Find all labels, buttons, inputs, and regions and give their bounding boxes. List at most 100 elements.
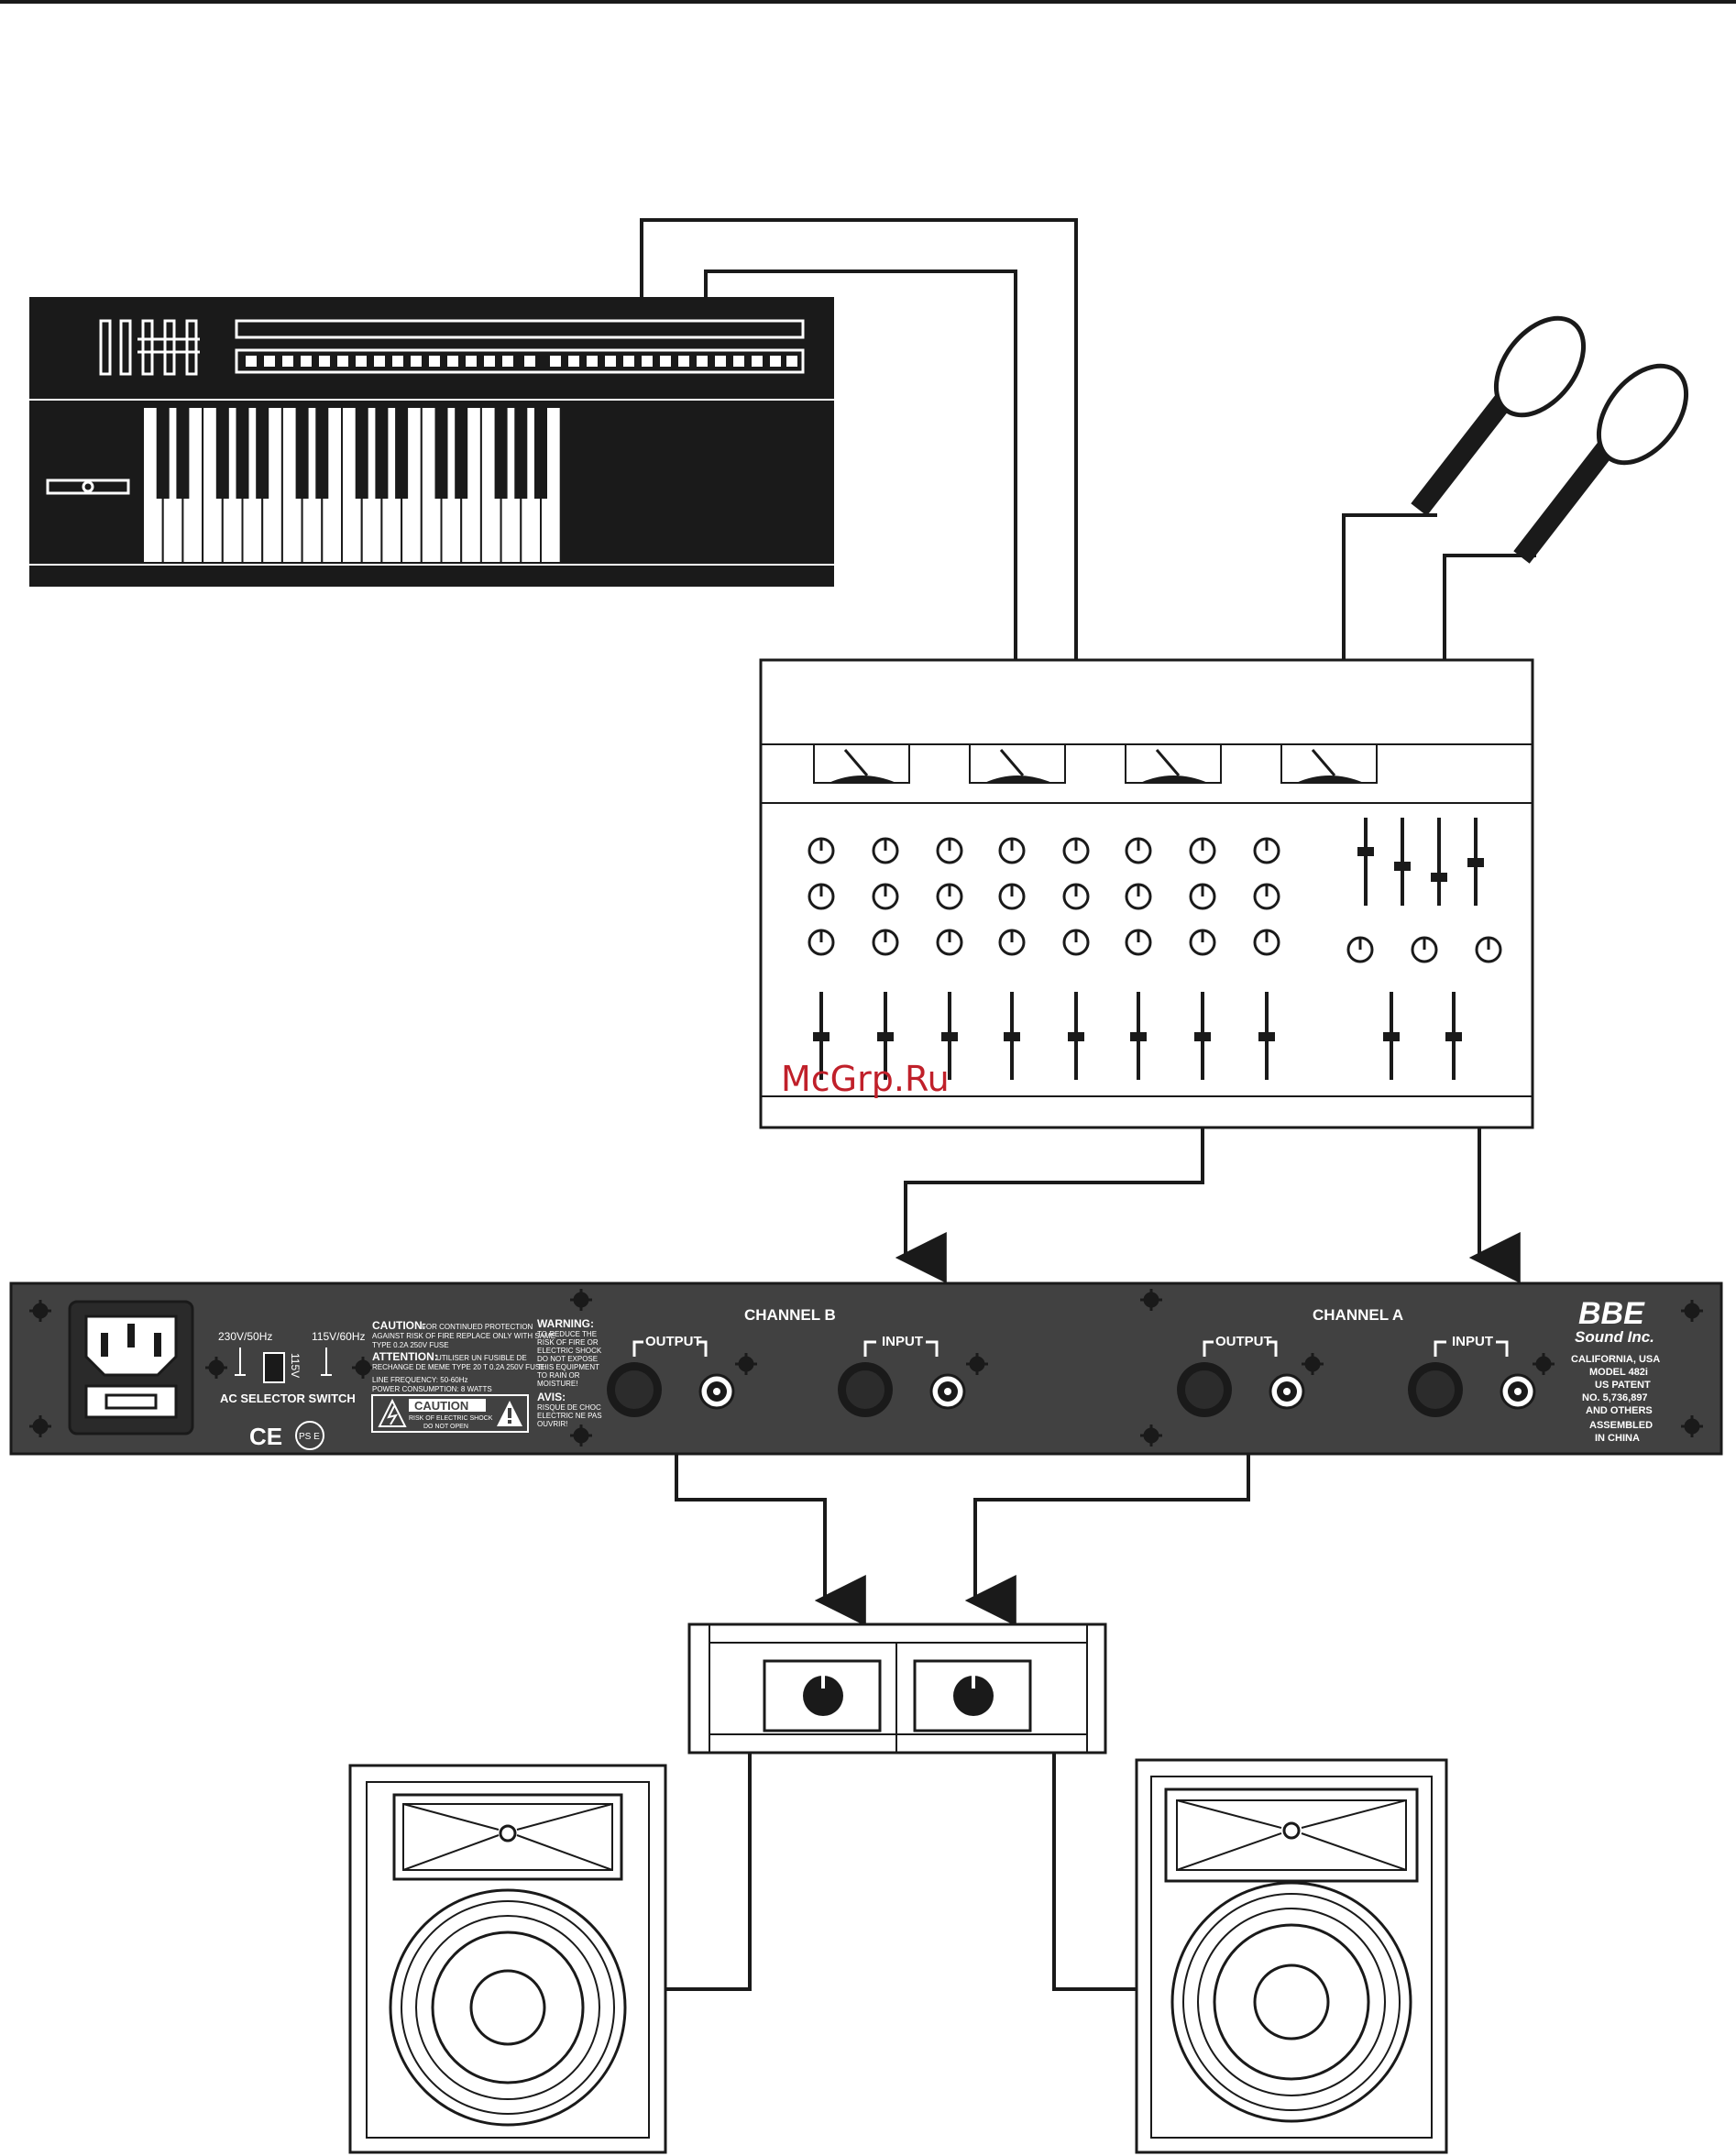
master-knob[interactable] (1411, 936, 1438, 963)
channel-fader[interactable] (877, 992, 894, 1080)
channel-b-label: CHANNEL B (744, 1306, 836, 1324)
aux-fader[interactable] (1357, 818, 1374, 906)
master-knob[interactable] (1346, 936, 1374, 963)
aux-fader[interactable] (1467, 818, 1484, 906)
mixer-knob[interactable] (1189, 929, 1216, 956)
mixer-knob[interactable] (998, 929, 1026, 956)
mixer-knob[interactable] (1125, 929, 1152, 956)
mixer-knob[interactable] (1189, 883, 1216, 910)
voltage-115-label: 115V/60Hz (312, 1330, 365, 1343)
info-line-6: ASSEMBLED (1589, 1420, 1653, 1431)
mixer-knob[interactable] (872, 929, 899, 956)
speaker-right (1135, 1758, 1448, 2154)
channel-fader[interactable] (1194, 992, 1211, 1080)
mixer-knob[interactable] (1189, 837, 1216, 864)
mixer-meters (813, 743, 1378, 784)
black-key[interactable] (156, 407, 170, 499)
black-key[interactable] (256, 407, 269, 499)
amp-knob-left[interactable] (803, 1676, 843, 1716)
black-key[interactable] (514, 407, 528, 499)
black-key[interactable] (315, 407, 329, 499)
mixer-knob[interactable] (1062, 929, 1090, 956)
mixer-knob[interactable] (872, 883, 899, 910)
black-key[interactable] (494, 407, 508, 499)
amp-knob-right[interactable] (953, 1676, 994, 1716)
watermark: McGrp.Ru (781, 1059, 950, 1099)
mixer-knob[interactable] (1253, 837, 1280, 864)
caution-text-2: AGAINST RISK OF FIRE REPLACE ONLY WITH S… (372, 1332, 555, 1340)
master-fader[interactable] (1383, 992, 1400, 1080)
black-key[interactable] (375, 407, 389, 499)
mixer-knob[interactable] (808, 883, 835, 910)
pitch-wheel-knob (82, 480, 94, 493)
brand-block: BBE Sound Inc. CALIFORNIA, USA MODEL 482… (1571, 1296, 1660, 1444)
channel-fader[interactable] (813, 992, 830, 1080)
warning-line-7: MOISTURE! (537, 1380, 577, 1388)
mixer-knob[interactable] (1062, 837, 1090, 864)
mixer-knob[interactable] (936, 929, 963, 956)
channel-fader[interactable] (1258, 992, 1275, 1080)
power-consumption: POWER CONSUMPTION: 8 WATTS (372, 1385, 492, 1393)
master-knob[interactable] (1475, 936, 1502, 963)
mixer-knob[interactable] (808, 929, 835, 956)
black-key[interactable] (534, 407, 547, 499)
caution-box (371, 1394, 529, 1433)
mixer-knobs (808, 837, 1502, 963)
channel-a-input-label: INPUT (1452, 1334, 1493, 1349)
black-key[interactable] (236, 407, 249, 499)
mixer-knob[interactable] (936, 883, 963, 910)
black-key[interactable] (455, 407, 468, 499)
cables-processor-to-amp (675, 1454, 1250, 1626)
mixer-knob[interactable] (1253, 883, 1280, 910)
speaker-left (348, 1764, 667, 2154)
black-key[interactable] (295, 407, 309, 499)
line-frequency: LINE FREQUENCY: 50-60Hz (372, 1376, 467, 1384)
black-key[interactable] (434, 407, 448, 499)
warning-line-5: THIS EQUIPMENT (537, 1363, 599, 1371)
aux-fader[interactable] (1431, 818, 1447, 906)
keyboard-buttons (246, 356, 797, 367)
mixer-knob[interactable] (872, 837, 899, 864)
channel-fader[interactable] (1130, 992, 1147, 1080)
black-key[interactable] (355, 407, 368, 499)
cables-amp-to-speakers (665, 1753, 1137, 1991)
black-key[interactable] (176, 407, 190, 499)
vu-meter (813, 743, 910, 784)
master-fader[interactable] (1445, 992, 1462, 1080)
black-key[interactable] (215, 407, 229, 499)
mixer-knob[interactable] (1125, 883, 1152, 910)
shock-warning-icon (378, 1398, 407, 1427)
mixer-knob[interactable] (1062, 883, 1090, 910)
channel-fader[interactable] (941, 992, 958, 1080)
brand-name: Sound Inc. (1575, 1328, 1654, 1346)
cable-mic-2 (1443, 554, 1536, 660)
cable-mic-1 (1342, 513, 1437, 660)
channel-fader[interactable] (1004, 992, 1020, 1080)
pse-mark-label: PS E (299, 1432, 320, 1442)
aux-fader[interactable] (1394, 818, 1411, 906)
mixer-knob[interactable] (936, 837, 963, 864)
info-line-2: MODEL 482i (1589, 1367, 1648, 1378)
rack-screws (29, 1289, 1703, 1446)
ac-selector-label: AC SELECTOR SWITCH (220, 1392, 356, 1405)
mixer (759, 658, 1534, 1129)
caution-box-line1: RISK OF ELECTRIC SHOCK (409, 1415, 493, 1422)
caution-box-title: CAUTION (414, 1399, 468, 1413)
ac-selector: 230V/50Hz 115V/60Hz 115V AC SELECTOR SWI… (218, 1330, 365, 1450)
avis-line-1: RISQUE DE CHOC (537, 1403, 601, 1412)
mixer-knob[interactable] (998, 883, 1026, 910)
channel-b-input-label: INPUT (882, 1334, 923, 1349)
mixer-knob[interactable] (1253, 929, 1280, 956)
voltage-switch[interactable] (263, 1352, 285, 1383)
cable-keyboard-right (704, 270, 1017, 660)
black-key[interactable] (395, 407, 409, 499)
warning-line-3: ELECTRIC SHOCK (537, 1347, 602, 1355)
mixer-knob[interactable] (808, 837, 835, 864)
caution-text-block: CAUTION: FOR CONTINUED PROTECTION AGAINS… (371, 1319, 555, 1433)
mixer-knob[interactable] (998, 837, 1026, 864)
cable-keyboard-left (640, 218, 1078, 660)
mixer-knob[interactable] (1125, 837, 1152, 864)
vu-meter (1125, 743, 1222, 784)
channel-fader[interactable] (1068, 992, 1084, 1080)
brand-logo: BBE (1578, 1296, 1645, 1331)
